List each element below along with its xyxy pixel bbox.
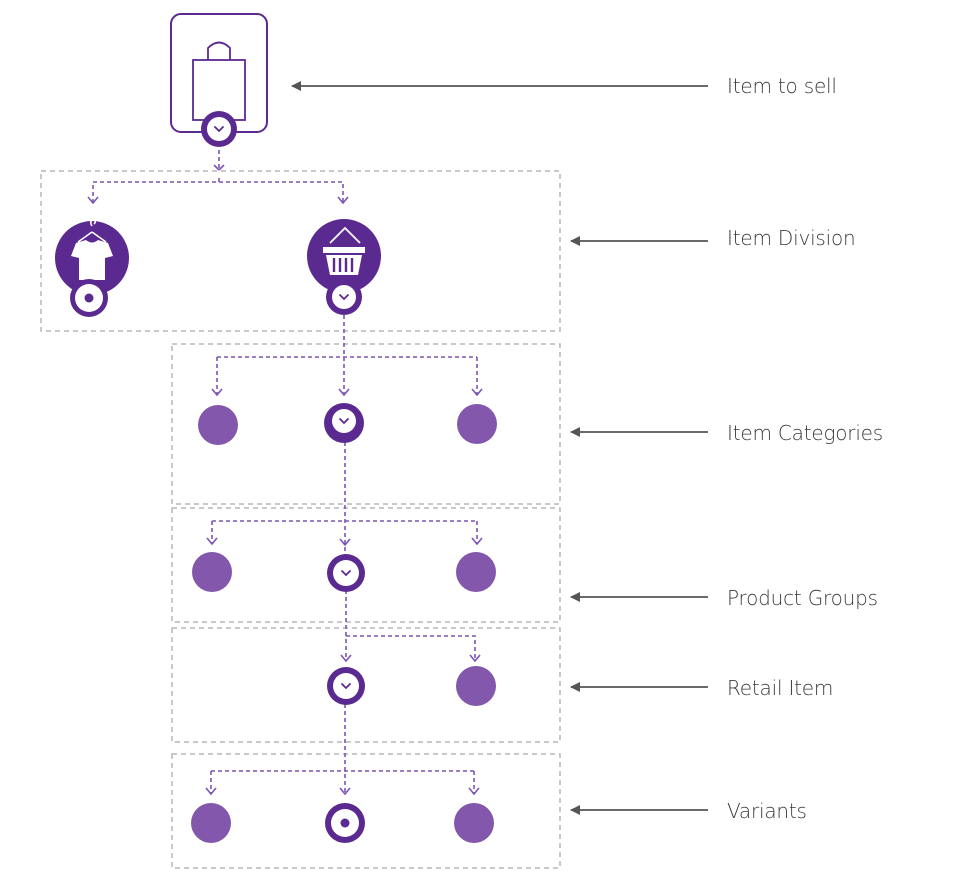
level-label-variants: Variants	[727, 799, 807, 823]
level-label-item-categories: Item Categories	[727, 421, 883, 445]
chevron-down-icon	[339, 418, 349, 425]
chevron-down-icon	[341, 570, 351, 577]
variants-box	[171, 753, 561, 869]
pointer-arrows	[291, 81, 708, 815]
retail-item-node[interactable]	[456, 666, 496, 706]
variant-nodes	[191, 803, 494, 843]
division-apparel-node[interactable]	[55, 219, 129, 317]
chevron-down-icon[interactable]	[326, 279, 362, 315]
chevron-down-icon	[341, 683, 351, 690]
category-node[interactable]	[457, 404, 497, 444]
radio-selected-icon[interactable]	[70, 279, 108, 317]
level-boxes	[40, 170, 561, 869]
category-nodes	[198, 403, 497, 445]
product-group-node[interactable]	[192, 552, 232, 592]
variant-node[interactable]	[191, 803, 231, 843]
variant-node[interactable]	[454, 803, 494, 843]
chevron-down-icon[interactable]	[201, 111, 237, 147]
radio-selected-icon	[340, 818, 350, 828]
division-grocery-node[interactable]	[307, 219, 381, 315]
product-group-node-expanded[interactable]	[327, 554, 365, 592]
level-label-retail-item: Retail Item	[727, 676, 833, 700]
level-label-item-division: Item Division	[727, 226, 856, 250]
tshirt-hanger-icon	[71, 219, 113, 280]
level-label-item-to-sell: Item to sell	[727, 74, 837, 98]
item-categories-box	[171, 343, 561, 505]
item-to-sell-node	[170, 13, 268, 147]
retail-item-node-expanded[interactable]	[327, 667, 365, 705]
retail-item-nodes	[327, 666, 496, 706]
category-node[interactable]	[198, 405, 238, 445]
category-node-expanded[interactable]	[324, 403, 364, 443]
retail-item-box	[171, 627, 561, 743]
basket-icon	[323, 226, 365, 275]
product-group-nodes	[192, 552, 496, 592]
level-label-product-groups: Product Groups	[727, 586, 878, 610]
product-groups-box	[171, 507, 561, 623]
product-group-node[interactable]	[456, 552, 496, 592]
connectors	[87, 150, 483, 796]
item-division-box	[40, 170, 561, 332]
variant-node-selected[interactable]	[325, 803, 365, 843]
level-labels: Item to sell Item Division Item Categori…	[727, 74, 883, 823]
